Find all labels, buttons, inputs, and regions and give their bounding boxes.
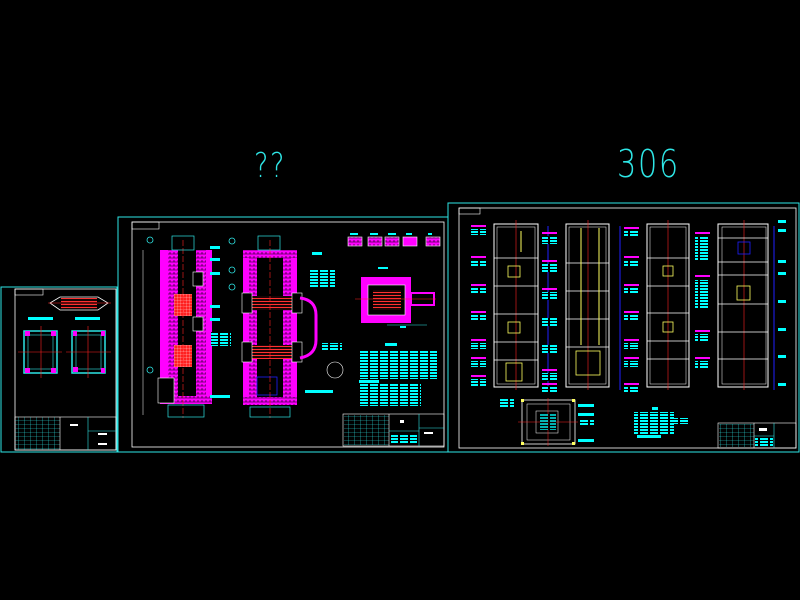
sheet-1-outer-frame bbox=[0, 286, 118, 453]
drawing-group-label-b: 306 bbox=[617, 142, 680, 186]
plan-section-right bbox=[66, 326, 111, 378]
sheet-3-outer-frame bbox=[447, 202, 800, 453]
technical-notes bbox=[359, 343, 437, 406]
elevation-4 bbox=[717, 220, 775, 390]
tube-bundle-elevation bbox=[48, 296, 111, 311]
drawing-group-label-a: ?? bbox=[254, 146, 287, 186]
elevation-2 bbox=[565, 220, 621, 390]
legend-hatches bbox=[347, 233, 441, 247]
sheet-3-inner-frame bbox=[458, 207, 797, 449]
elevation-3 bbox=[646, 220, 690, 390]
sheet-2 bbox=[117, 216, 449, 453]
sheet-2-inner-frame bbox=[131, 221, 445, 448]
elevation-annotations bbox=[471, 220, 786, 392]
base-plan bbox=[498, 398, 594, 446]
sheet-1-title-block bbox=[14, 416, 117, 451]
sheet-3-title-block bbox=[717, 422, 797, 449]
burner-detail bbox=[355, 267, 436, 328]
sheet-3 bbox=[447, 202, 800, 453]
sheet-3-notes bbox=[634, 407, 690, 438]
furnace-section-a bbox=[142, 235, 231, 418]
sheet-1 bbox=[0, 286, 118, 453]
sheet-2-title-block bbox=[342, 413, 445, 447]
elevation-1 bbox=[493, 220, 549, 390]
plan-section-left bbox=[18, 326, 62, 378]
furnace-section-b bbox=[228, 235, 344, 418]
